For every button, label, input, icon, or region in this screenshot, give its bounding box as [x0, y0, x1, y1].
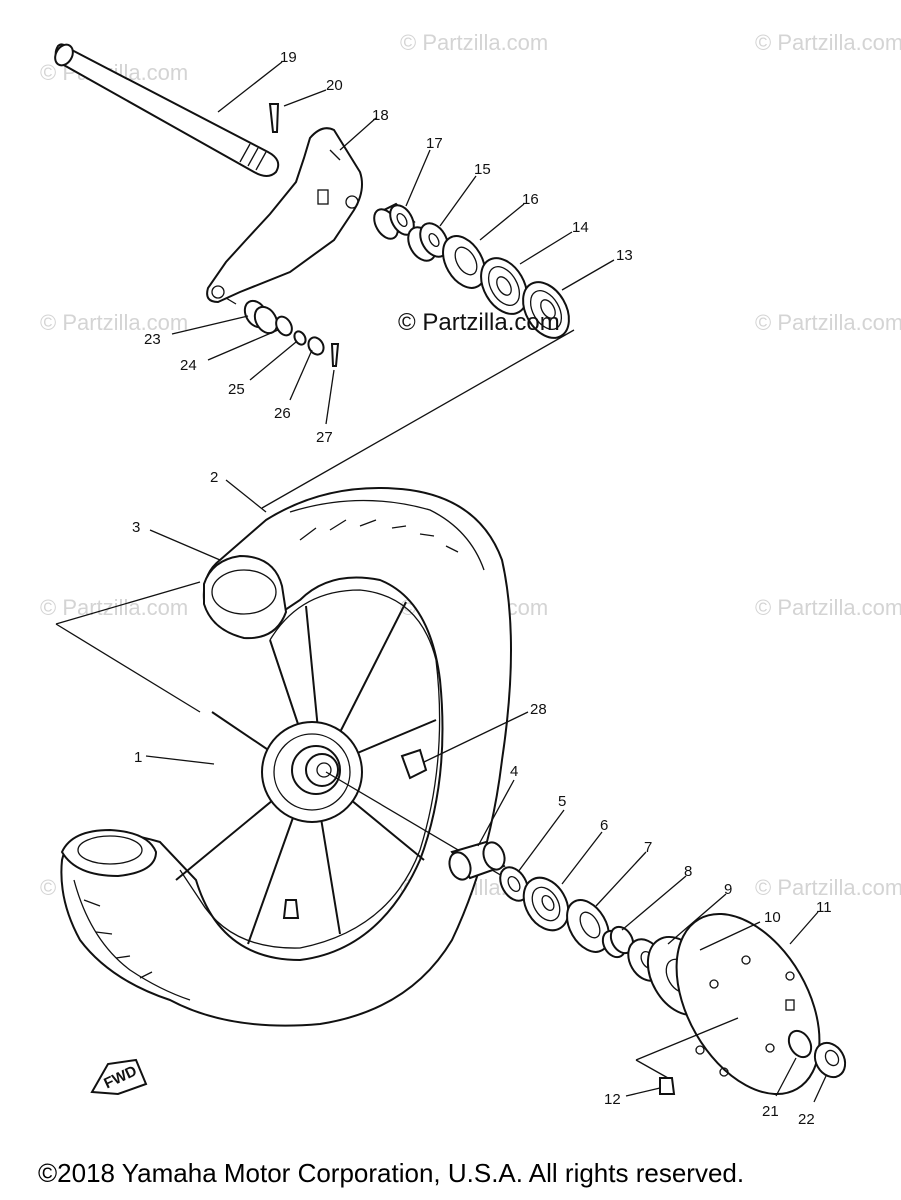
callout-13: 13	[616, 247, 633, 264]
balance-weight	[400, 748, 428, 780]
watermark: © Partzilla.com	[400, 30, 548, 55]
callout-1: 1	[134, 749, 142, 766]
callout-28: 28	[530, 701, 547, 718]
callout-23: 23	[144, 331, 161, 348]
watermark: © Partzilla.com	[755, 30, 901, 55]
callout-17: 17	[426, 135, 443, 152]
axle-nut	[813, 1041, 847, 1079]
callout-5: 5	[558, 793, 566, 810]
callout-6: 6	[600, 817, 608, 834]
callout-4: 4	[510, 763, 518, 780]
front-wheel	[60, 487, 512, 1027]
collar-15	[407, 222, 449, 262]
axle-bracket	[206, 127, 363, 304]
collar-23	[243, 299, 279, 335]
callout-8: 8	[684, 863, 692, 880]
callout-2: 2	[210, 469, 218, 486]
spacer-17	[373, 202, 416, 240]
callout-26: 26	[274, 405, 291, 422]
watermark: © Partzilla.com	[755, 595, 901, 620]
callout-25: 25	[228, 381, 245, 398]
collar-8	[601, 925, 635, 959]
watermark: © Partzilla.com	[755, 875, 901, 900]
brake-disc	[675, 912, 821, 1096]
callout-9: 9	[724, 881, 732, 898]
cotter-pin	[268, 103, 280, 133]
bolt-12	[659, 1077, 676, 1095]
callout-11: 11	[816, 899, 832, 916]
callout-10: 10	[764, 909, 781, 926]
callout-18: 18	[372, 107, 389, 124]
watermark: © Partzilla.com	[40, 310, 188, 335]
oil-seal-7	[566, 899, 610, 953]
watermark: © Partzilla.com	[755, 310, 901, 335]
callout-3: 3	[132, 519, 140, 536]
bearing-14	[480, 257, 528, 315]
center-watermark: © Partzilla.com	[398, 309, 560, 336]
axle-shaft	[54, 43, 280, 177]
callout-27: 27	[316, 429, 333, 446]
oil-seal-16	[442, 235, 486, 289]
callout-7: 7	[644, 839, 652, 856]
bearing-13	[522, 281, 570, 339]
callout-19: 19	[280, 49, 297, 66]
fwd-arrow: FWD	[90, 1058, 148, 1096]
leader-lines	[145, 61, 827, 1103]
callout-24: 24	[180, 357, 197, 374]
callout-20: 20	[326, 77, 343, 94]
callout-14: 14	[572, 219, 589, 236]
nut-26	[307, 336, 325, 356]
copyright-notice: ©2018 Yamaha Motor Corporation, U.S.A. A…	[38, 1158, 745, 1188]
callout-22: 22	[798, 1111, 815, 1128]
washer-24	[275, 315, 293, 337]
callout-12: 12	[604, 1091, 621, 1108]
callout-21: 21	[762, 1103, 779, 1120]
callout-16: 16	[522, 191, 539, 208]
gear-retainer	[499, 866, 529, 902]
washer-25	[293, 330, 307, 346]
spacer-tube	[448, 840, 506, 881]
callout-15: 15	[474, 161, 491, 178]
cotter-pin-27	[330, 343, 340, 367]
washer-21	[787, 1029, 813, 1059]
callouts: 19 20 18 17 15 16 14 13 23 24 25 26 27 2…	[132, 49, 832, 1128]
bearing-6	[522, 876, 570, 932]
